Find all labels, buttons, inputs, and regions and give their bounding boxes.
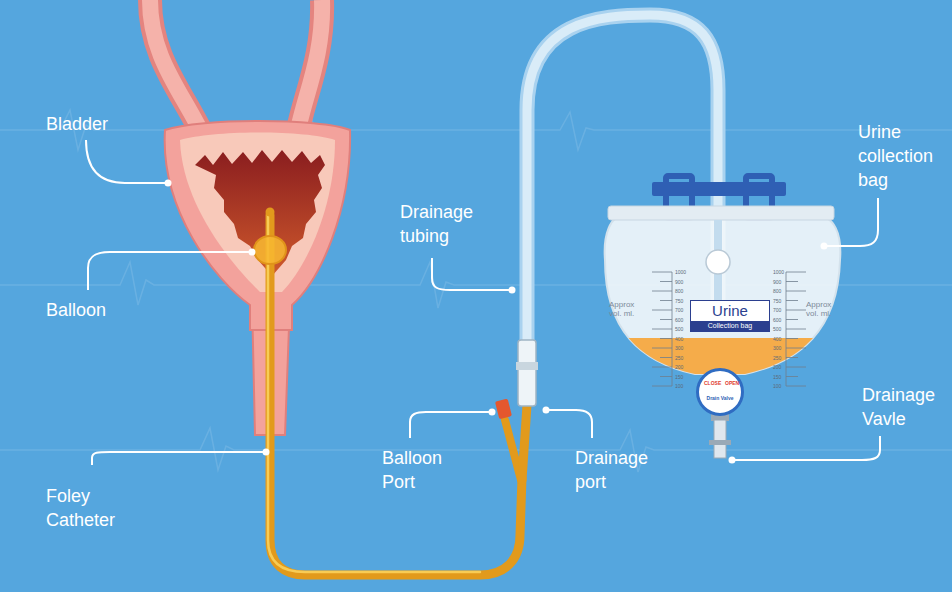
scale-number: 500 [773,326,781,332]
bag-subtitle: Collection bag [691,321,769,331]
bag-title: Urine [691,301,769,321]
valve-text: OPEN [725,380,739,386]
part-label: Balloon [46,298,166,322]
ureters [150,0,322,140]
scale-number: 400 [773,336,781,342]
part-label: Drainage tubing [400,200,500,248]
scale-number: 1000 [675,269,686,275]
scale-number: 800 [773,288,781,294]
scale-number: 150 [773,374,781,380]
volume-unit-label: Approx vol. ml. [609,300,645,318]
bladder-lining [180,133,335,293]
part-label: Bladder [46,112,166,136]
connector-band [516,362,538,370]
part-label: Foley Catheter [46,484,136,532]
part-label: Drainage Vavle [862,383,950,431]
part-label: Urine collection bag [858,120,948,192]
scale-number: 100 [773,383,781,389]
foley-catheter [268,215,527,575]
part-label: Drainage port [575,446,675,494]
scale-number: 700 [773,307,781,313]
balloon [254,236,286,264]
scale-number: 300 [773,345,781,351]
leader-lines [86,140,880,465]
bladder-lumen [195,150,325,276]
scale-number: 600 [773,317,781,323]
urine-bag [600,176,850,458]
scale-number: 500 [675,326,683,332]
leader-dots [165,180,828,464]
scale-number: 700 [675,307,683,313]
scale-number: 750 [773,298,781,304]
scale-number: 800 [675,288,683,294]
scale-number: 250 [773,355,781,361]
bag-label-box: UrineCollection bag [690,300,770,332]
scale-number: 250 [675,355,683,361]
valve-text: CLOSE [704,380,721,386]
catheter-tip [266,208,275,217]
bladder-wall [165,121,350,330]
scale-number: 100 [675,383,683,389]
volume-unit-label: Approx vol. ml. [806,300,842,318]
background-trace [0,108,952,472]
valve-text: Drain Valve [699,395,741,401]
scale-number: 150 [675,374,683,380]
scale-number: 300 [675,345,683,351]
tube-connector [518,340,536,406]
scale-number: 600 [675,317,683,323]
drain-valve-dial: CLOSE OPEN Drain Valve [696,368,744,416]
scale-number: 900 [675,279,683,285]
scale-number: 750 [675,298,683,304]
part-label: Balloon Port [382,446,462,494]
scale-number: 400 [675,336,683,342]
scale-number: 200 [773,364,781,370]
balloon-port-cap [495,399,512,420]
scale-number: 200 [675,364,683,370]
scale-number: 1000 [773,269,784,275]
scale-number: 900 [773,279,781,285]
